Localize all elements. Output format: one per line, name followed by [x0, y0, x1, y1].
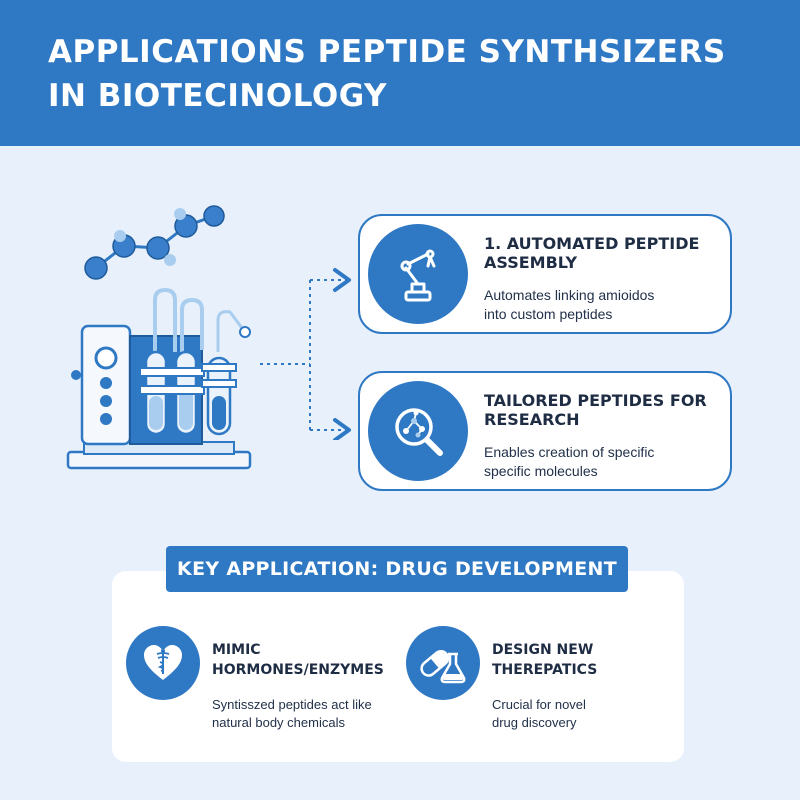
peptide-synthesizer-icon [66, 287, 252, 470]
key-item-title-line-1: MIMIC [212, 642, 261, 658]
card-desc-line-2: into custom peptides [484, 306, 613, 322]
page-title: APPLICATIONS PEPTIDE SYNTHSIZERS IN BIOT… [48, 30, 760, 118]
key-item-description: Syntisszed peptides act like natural bod… [212, 696, 396, 732]
card-title-line-1: 1. AUTOMATED PEPTIDE [484, 234, 700, 253]
key-item-title: MIMIC HORMONES/ENZYMES [212, 640, 396, 680]
card-title: 1. AUTOMATED PEPTIDE ASSEMBLY [484, 234, 716, 272]
header-banner: APPLICATIONS PEPTIDE SYNTHSIZERS IN BIOT… [0, 0, 800, 146]
key-item-desc-line-2: drug discovery [492, 715, 577, 730]
key-application-banner: KEY APPLICATION: DRUG DEVELOPMENT [166, 546, 628, 592]
key-item-mimic-hormones: MIMIC HORMONES/ENZYMES Syntisszed peptid… [126, 626, 396, 736]
page-title-line-2: IN BIOTECINOLOGY [48, 78, 387, 114]
card-title-line-2: RESEARCH [484, 410, 580, 429]
page-title-line-1: APPLICATIONS PEPTIDE SYNTHSIZERS [48, 34, 726, 70]
key-item-title-line-2: THEREPATICS [492, 662, 598, 678]
heart-caduceus-icon [126, 626, 200, 700]
key-item-title-line-2: HORMONES/ENZYMES [212, 662, 384, 678]
key-item-title: DESIGN NEW THEREPATICS [492, 640, 676, 680]
key-item-description: Crucial for novel drug discovery [492, 696, 676, 732]
key-item-desc-line-2: natural body chemicals [212, 715, 345, 730]
key-item-design-therapeutics: DESIGN NEW THEREPATICS Crucial for novel… [406, 626, 676, 736]
key-item-desc-line-1: Crucial for novel [492, 697, 586, 712]
card-title-line-1: TAILORED PEPTIDES FOR [484, 391, 707, 410]
molecule-magnifier-icon [368, 381, 468, 481]
robotic-arm-icon [368, 224, 468, 324]
card-description: Automates linking amioidos into custom p… [484, 286, 716, 324]
flow-connector [260, 268, 351, 440]
card-desc-line-2: specific molecules [484, 463, 598, 479]
card-description: Enables creation of specific specific mo… [484, 443, 716, 481]
card-title: TAILORED PEPTIDES FOR RESEARCH [484, 391, 716, 429]
card-tailored-peptides: TAILORED PEPTIDES FOR RESEARCH Enables c… [358, 371, 732, 491]
molecule-chain-icon [84, 205, 225, 280]
card-automated-assembly: 1. AUTOMATED PEPTIDE ASSEMBLY Automates … [358, 214, 732, 334]
pill-flask-icon [406, 626, 480, 700]
key-item-title-line-1: DESIGN NEW [492, 642, 594, 658]
card-title-line-2: ASSEMBLY [484, 253, 578, 272]
key-item-desc-line-1: Syntisszed peptides act like [212, 697, 372, 712]
card-desc-line-1: Enables creation of specific [484, 444, 655, 460]
key-application-panel [112, 571, 684, 762]
card-desc-line-1: Automates linking amioidos [484, 287, 655, 303]
